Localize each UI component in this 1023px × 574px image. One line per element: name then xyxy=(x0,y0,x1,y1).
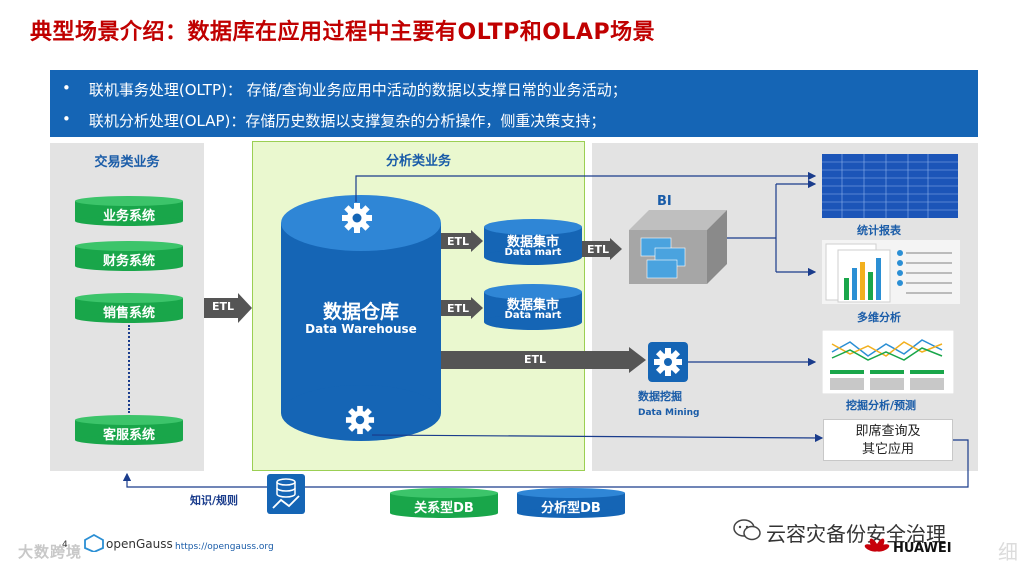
bullet-oltp: • 联机事务处理(OLTP)： 存储/查询业务应用中活动的数据以支撑日常的业务活… xyxy=(62,79,627,100)
system-label: 财务系统 xyxy=(102,254,155,269)
system-service: 客服系统 xyxy=(75,415,183,449)
page-title: 典型场景介绍：数据库在应用过程中主要有OLTP和OLAP场景 xyxy=(30,20,656,45)
report-label: 统计报表 xyxy=(857,224,901,237)
bullet-text: 联机分析处理(OLAP)：存储历史数据以支撑复杂的分析操作，侧重决策支持； xyxy=(88,112,606,130)
system-label: 客服系统 xyxy=(102,428,155,443)
adhoc-line2: 其它应用 xyxy=(861,442,914,457)
analytic-db-cylinder xyxy=(517,488,625,518)
warehouse-title: 数据仓库 xyxy=(322,301,399,323)
system-label: 销售系统 xyxy=(102,306,155,321)
dotted-connector xyxy=(128,325,130,413)
etl-label: ETL xyxy=(524,353,547,366)
page-number: 4 xyxy=(62,540,68,550)
mart-subtitle: Data mart xyxy=(504,310,562,321)
bullet-text: 联机事务处理(OLTP)： 存储/查询业务应用中活动的数据以支撑日常的业务活动； xyxy=(88,81,627,99)
relational-db-label: 关系型DB xyxy=(414,501,474,516)
etl-label: ETL xyxy=(447,302,470,315)
mart-title: 数据集市 xyxy=(506,298,559,313)
mining-subtitle: Data Mining xyxy=(638,408,700,418)
line-chart-icon xyxy=(822,330,954,394)
bullet-olap: • 联机分析处理(OLAP)：存储历史数据以支撑复杂的分析操作，侧重决策支持； xyxy=(62,110,605,131)
etl-arrow-mart2 xyxy=(441,297,483,319)
analytic-db-label: 分析型DB xyxy=(541,501,601,516)
bullet-mark: • xyxy=(62,79,71,97)
system-sales: 销售系统 xyxy=(75,293,183,327)
cube-icon xyxy=(629,210,727,284)
data-warehouse-cylinder xyxy=(281,195,441,441)
watermark-right: 细 xyxy=(998,540,1018,564)
database-icon xyxy=(267,474,305,514)
huawei-wordmark: HUAWEI xyxy=(893,541,952,556)
mart-subtitle: Data mart xyxy=(504,247,562,258)
etl-arrow-mart1 xyxy=(441,230,483,252)
etl-arrow-bi xyxy=(582,238,622,260)
mining-title: 数据挖掘 xyxy=(638,390,682,403)
data-mining-gear xyxy=(648,342,688,382)
system-finance: 财务系统 xyxy=(75,241,183,275)
opengauss-logo xyxy=(84,534,104,552)
system-label: 业务系统 xyxy=(102,209,155,224)
etl-arrow-mining xyxy=(441,347,646,373)
report-table-icon xyxy=(822,154,958,218)
huawei-logo xyxy=(864,538,890,552)
etl-label: ETL xyxy=(447,235,470,248)
wechat-icon xyxy=(733,519,761,541)
adhoc-line1: 即席查询及 xyxy=(855,424,921,439)
footer-url[interactable]: https://opengauss.org xyxy=(175,542,274,552)
bullet-mark: • xyxy=(62,110,71,128)
mart-title: 数据集市 xyxy=(506,235,559,250)
definition-box xyxy=(50,70,978,137)
etl-label: ETL xyxy=(212,300,235,313)
multidim-label: 多维分析 xyxy=(857,311,901,324)
relational-db-cylinder xyxy=(390,488,498,518)
bar-chart-icon xyxy=(822,240,960,304)
gear-icon xyxy=(342,203,372,233)
analysis-heading: 分析类业务 xyxy=(385,154,451,169)
predict-label: 挖掘分析/预测 xyxy=(846,399,917,412)
etl-arrow-left xyxy=(204,293,252,323)
transaction-heading: 交易类业务 xyxy=(94,155,160,170)
wechat-account: 云容灾备份安全治理 xyxy=(766,522,946,546)
data-mart-cylinder xyxy=(484,219,582,265)
warehouse-subtitle: Data Warehouse xyxy=(305,322,417,336)
knowledge-label: 知识/规则 xyxy=(190,494,239,507)
watermark-left: 大数跨境 xyxy=(18,543,83,561)
bi-label: BI xyxy=(657,194,672,209)
etl-label: ETL xyxy=(587,243,610,256)
system-business: 业务系统 xyxy=(75,196,183,230)
adhoc-query-box: 即席查询及 其它应用 xyxy=(823,419,953,461)
data-mart-cylinder xyxy=(484,284,582,330)
gear-icon xyxy=(345,405,375,435)
brand-name: openGauss xyxy=(106,537,173,551)
